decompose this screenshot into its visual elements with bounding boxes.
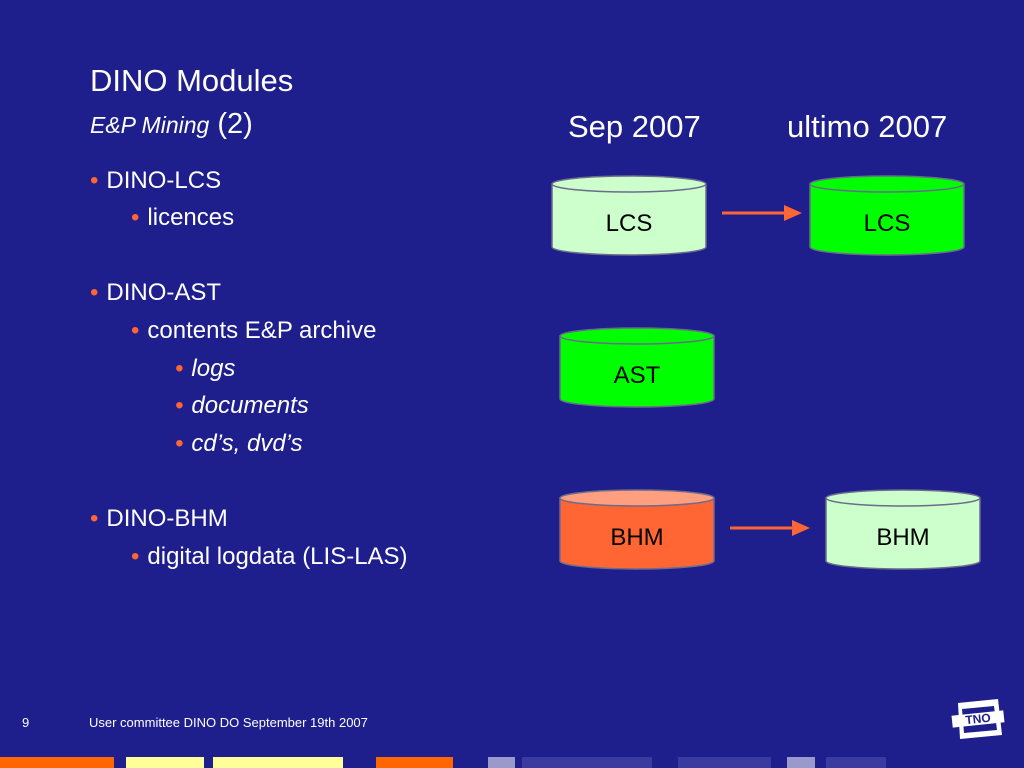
- column-head-sep: Sep 2007: [568, 109, 701, 144]
- bullet-dot: •: [90, 279, 99, 306]
- color-bar-segment: [678, 757, 771, 768]
- column-head-ultimo: ultimo 2007: [787, 109, 948, 144]
- page-number: 9: [22, 715, 30, 730]
- color-bar-segment: [787, 757, 815, 768]
- database-label: LCS: [605, 210, 653, 237]
- bullet-item: •DINO-AST: [90, 279, 222, 306]
- bullet-dot: •: [175, 392, 184, 419]
- color-bar-segment: [0, 757, 114, 768]
- bullet-dot: •: [131, 204, 140, 231]
- database-bhm-sep2007: BHM: [559, 488, 715, 570]
- color-bar-segment: [126, 757, 204, 768]
- bullet-item: •DINO-BHM: [90, 505, 228, 532]
- bullet-item: •licences: [131, 204, 235, 231]
- color-bar-segment: [826, 757, 886, 768]
- database-label: BHM: [876, 524, 930, 551]
- database-label: LCS: [863, 210, 911, 237]
- bullet-item: •cd’s, dvd’s: [175, 430, 303, 457]
- database-cylinder-shape: [559, 489, 715, 570]
- color-bar-segment: [376, 757, 453, 768]
- bullet-dot: •: [175, 430, 184, 457]
- subtitle-number: (2): [217, 108, 253, 140]
- bullet-dot: •: [131, 543, 140, 570]
- bullet-dot: •: [131, 317, 140, 344]
- bullet-item: •digital logdata (LIS-LAS): [131, 543, 408, 570]
- database-cylinder-shape: [559, 327, 715, 408]
- footer-text: User committee DINO DO September 19th 20…: [89, 715, 368, 730]
- database-ast-sep2007: AST: [559, 326, 715, 408]
- bullet-item: •documents: [175, 392, 309, 419]
- bullet-dot: •: [90, 167, 99, 194]
- database-cylinder-shape: [825, 489, 981, 570]
- arrow-right-icon: [730, 520, 810, 536]
- database-lcs-sep2007: LCS: [551, 174, 707, 256]
- database-lcs-ultimo2007: LCS: [809, 174, 965, 256]
- color-bar-segment: [488, 757, 515, 768]
- database-label: AST: [613, 362, 661, 389]
- slide-title: DINO Modules: [90, 63, 294, 98]
- database-cylinder-shape: [551, 175, 707, 256]
- subtitle-italic: E&P Mining: [90, 112, 210, 138]
- database-label: BHM: [610, 524, 664, 551]
- database-bhm-ultimo2007: BHM: [825, 488, 981, 570]
- color-bar-segment: [213, 757, 343, 768]
- slide-subtitle: E&P Mining (2): [90, 106, 253, 143]
- bullet-item: •DINO-LCS: [90, 167, 222, 194]
- bullet-dot: •: [175, 355, 184, 382]
- bullet-dot: •: [90, 505, 99, 532]
- arrow-right-icon: [722, 205, 802, 221]
- bullet-item: •contents E&P archive: [131, 317, 377, 344]
- logo-text: TNO: [965, 711, 992, 728]
- bullet-item: •logs: [175, 355, 236, 382]
- tno-logo: TNO: [951, 699, 1005, 739]
- color-bar-segment: [522, 757, 652, 768]
- database-cylinder-shape: [809, 175, 965, 256]
